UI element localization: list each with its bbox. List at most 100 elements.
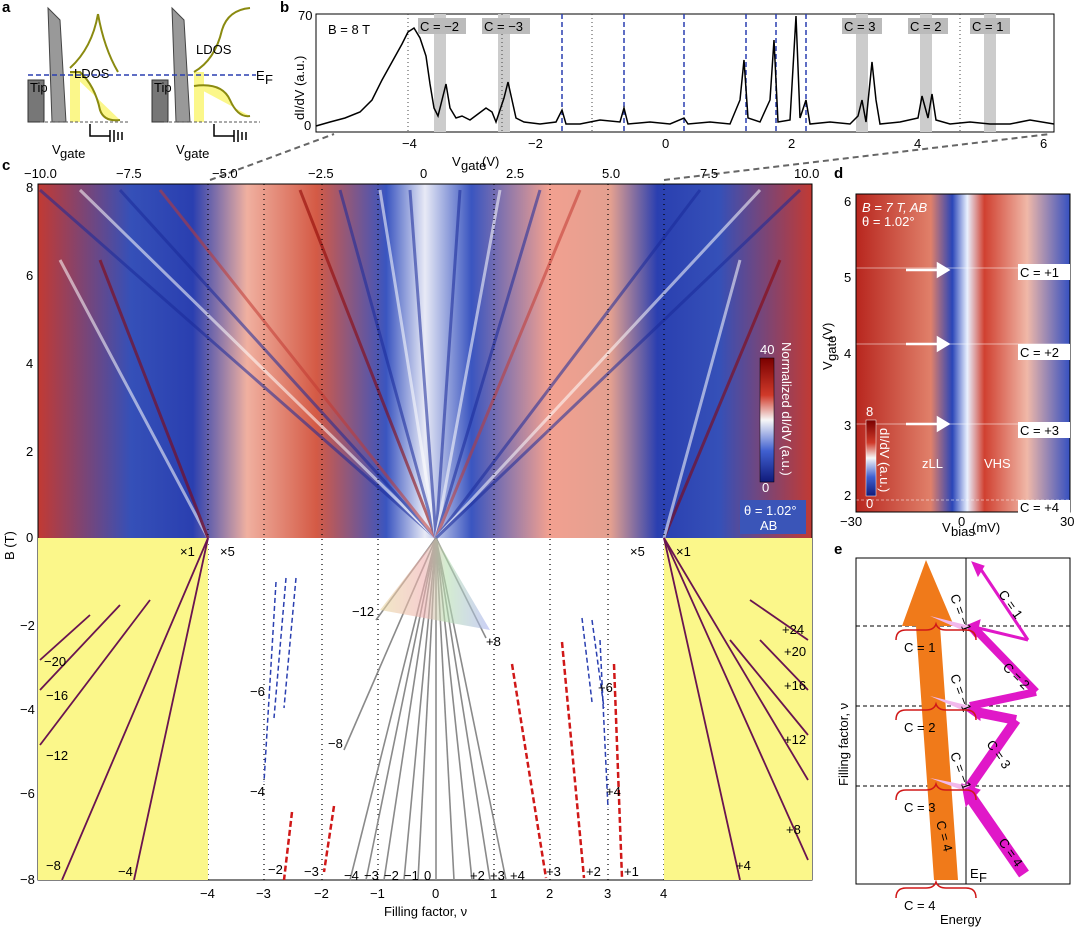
d-chern-4: C = +4 — [1020, 500, 1059, 515]
d-chern-1: C = +1 — [1020, 265, 1059, 280]
stack-label-c: AB — [760, 518, 777, 533]
left-fan-labels: −20 −16 −12 −8 −4 — [44, 654, 133, 879]
chern-tag-bg-2 — [482, 18, 530, 34]
panel-d-label: d — [834, 165, 843, 182]
svg-text:−20: −20 — [44, 654, 66, 669]
tip-label-right: Tip — [154, 80, 172, 95]
xtick-b-4: 2 — [788, 136, 795, 151]
colorbar-c-title: Normalized dI/dV (a.u.) — [779, 342, 794, 476]
magenta-arrows — [961, 561, 1039, 878]
svg-text:+12: +12 — [784, 732, 806, 747]
xtick-b-2: −2 — [528, 136, 543, 151]
svg-text:+20: +20 — [784, 644, 806, 659]
svg-text:+8: +8 — [786, 822, 801, 837]
chern-tag-4: C = 2 — [910, 19, 941, 34]
panel-d-arrows — [906, 261, 951, 433]
panel-a-label: a — [2, 0, 11, 16]
svg-text:2: 2 — [26, 444, 33, 459]
vgate-label-right: V — [176, 142, 185, 157]
svg-text:+3: +3 — [490, 868, 505, 883]
bottom-fan-labels: −4 −3 −2 −1 0 +2 +3 +4 −2 −3 +3 +2 +1 — [268, 862, 639, 883]
fan-color-wedge — [380, 538, 490, 630]
colorbar-c — [759, 357, 775, 483]
svg-text:+1: +1 — [624, 864, 639, 879]
panel-d-title1: B = 7 T, AB — [862, 200, 927, 215]
svg-text:+4: +4 — [510, 868, 525, 883]
ytick-b-70: 70 — [298, 8, 312, 23]
zoom-line-left — [209, 133, 335, 181]
svg-text:1: 1 — [490, 886, 497, 901]
e-c-label-4: C = 4 — [904, 898, 935, 913]
red-dashed-lines — [282, 641, 624, 881]
svg-text:+6: +6 — [598, 680, 613, 695]
d-chern-bg-1 — [1018, 264, 1070, 280]
xlabel-d-unit: (mV) — [972, 520, 1000, 535]
d-chern-2: C = +2 — [1020, 345, 1059, 360]
svg-text:−3: −3 — [304, 864, 319, 879]
svg-text:−12: −12 — [46, 748, 68, 763]
panel-e-frame — [855, 557, 1071, 885]
ylabel-d-unit: (V) — [820, 323, 835, 340]
pink-label-1: C = −1 — [947, 592, 974, 634]
panel-c-label: c — [2, 157, 10, 174]
landau-fan-map — [38, 184, 812, 538]
chern-tag-3: C = 3 — [844, 19, 875, 34]
svg-text:−6: −6 — [20, 786, 35, 801]
zll-label: zLL — [922, 456, 943, 471]
svg-text:−2: −2 — [384, 868, 399, 883]
svg-text:30: 30 — [1060, 514, 1074, 529]
pink-label-2: C = −1 — [947, 672, 974, 714]
svg-text:+4: +4 — [736, 858, 751, 873]
svg-text:8: 8 — [26, 180, 33, 195]
ylabel-c: B (T) — [2, 531, 17, 560]
svg-text:×1: ×1 — [676, 544, 691, 559]
colorbar-d-title: dI/dV (a.u.) — [877, 428, 892, 492]
svg-text:2.5: 2.5 — [506, 166, 524, 181]
svg-text:−4: −4 — [200, 886, 215, 901]
colorbar-c-max: 40 — [760, 342, 774, 357]
fan-lines-left — [39, 537, 209, 881]
svg-text:−16: −16 — [46, 688, 68, 703]
magenta-label-1: C = 1 — [996, 587, 1026, 621]
multiplier-labels: ×1 ×5 ×5 ×1 — [180, 544, 691, 559]
angle-box — [740, 500, 806, 534]
svg-text:10.0: 10.0 — [794, 166, 819, 181]
svg-text:−1: −1 — [370, 886, 385, 901]
svg-text:−5.0: −5.0 — [212, 166, 238, 181]
svg-text:4: 4 — [26, 356, 33, 371]
svg-text:7.5: 7.5 — [700, 166, 718, 181]
e-braces — [895, 621, 977, 899]
svg-text:−6: −6 — [250, 684, 265, 699]
tip-label-left: Tip — [30, 80, 48, 95]
e-c-label-1: C = 1 — [904, 640, 935, 655]
vgate-sub-right: gate — [184, 146, 209, 161]
chern-tag-bg-4 — [908, 18, 948, 34]
d-chern-bg-2 — [1018, 344, 1070, 360]
ylabel-d: V — [820, 361, 835, 370]
svg-text:−8: −8 — [46, 858, 61, 873]
svg-text:0: 0 — [432, 886, 439, 901]
svg-text:6: 6 — [844, 194, 851, 209]
left-ticks-c: 8 6 4 2 0 −2 −4 −6 −8 — [20, 180, 35, 887]
vhs-label: VHS — [984, 456, 1011, 471]
yticks-d: 6 5 4 3 2 — [844, 194, 851, 503]
e-c-label-3: C = 3 — [904, 800, 935, 815]
ef-label-a: E — [256, 68, 265, 83]
svg-text:4: 4 — [660, 886, 667, 901]
chern-tag-5: C = 1 — [972, 19, 1003, 34]
svg-text:0: 0 — [424, 868, 431, 883]
svg-text:5.0: 5.0 — [602, 166, 620, 181]
xlabel-d-sub: bias — [951, 524, 975, 539]
svg-text:+2: +2 — [586, 864, 601, 879]
xtick-b-5: 4 — [914, 136, 921, 151]
svg-text:−2: −2 — [314, 886, 329, 901]
colorbar-d-max: 8 — [866, 404, 873, 419]
chern-tag-bg-1 — [418, 18, 466, 34]
gate-markers-b — [561, 14, 807, 132]
svg-text:6: 6 — [26, 268, 33, 283]
svg-text:4: 4 — [844, 346, 851, 361]
ef-label-e: E — [970, 866, 979, 881]
xtick-b-6: 6 — [1040, 136, 1047, 151]
svg-text:−4: −4 — [250, 784, 265, 799]
panel-b-label: b — [280, 0, 289, 16]
